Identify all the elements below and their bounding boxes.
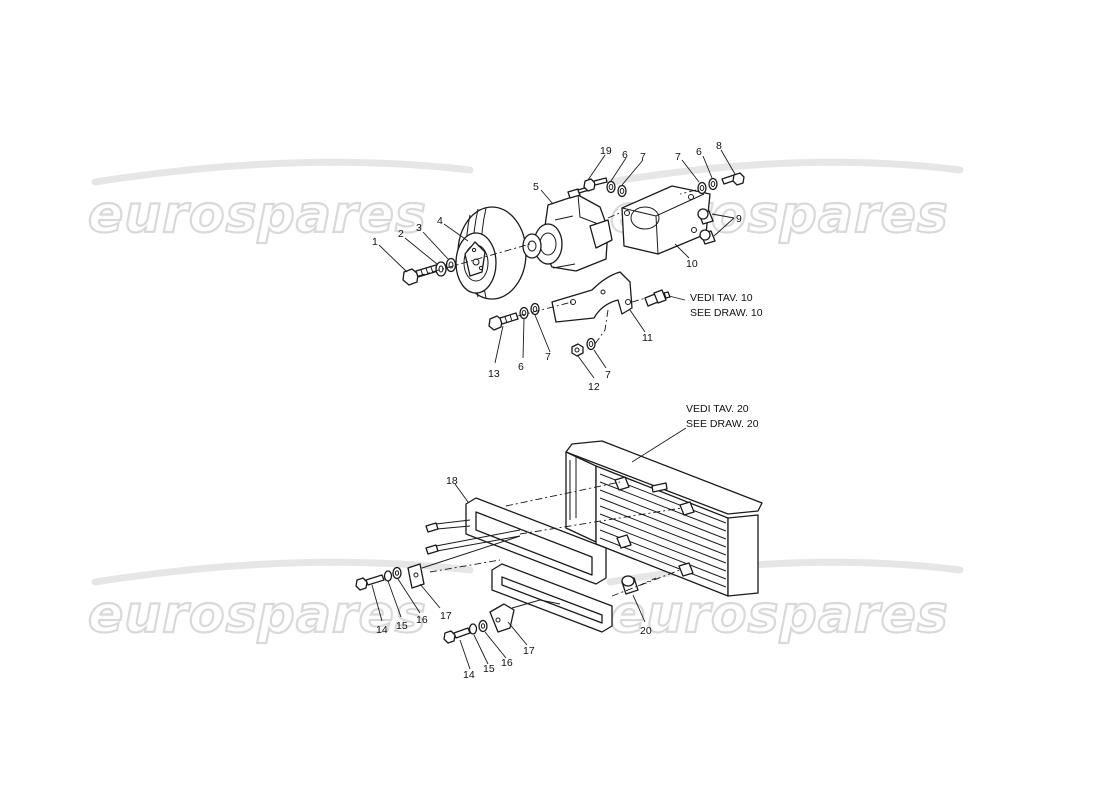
- part-20-bushing: [621, 575, 639, 595]
- part-15-washer-right: [468, 623, 478, 635]
- callout-12: 12: [588, 381, 600, 393]
- axis-line-radiator-1: [505, 481, 621, 507]
- part-pipes: [425, 519, 521, 555]
- axis-line-cover: [607, 211, 623, 219]
- callout-18: 18: [446, 475, 458, 487]
- part-4-pulley: [455, 206, 527, 300]
- part-6-washer-top: [606, 180, 616, 194]
- leader-lines: [371, 149, 736, 670]
- part-9-bushings: [697, 208, 716, 245]
- callout-19: 19: [600, 145, 612, 157]
- radiator-ref-line2: SEE DRAW. 20: [686, 418, 759, 430]
- callout-1: 1: [372, 236, 378, 248]
- part-6-washer-right: [708, 177, 718, 191]
- axis-line-bushing: [637, 577, 657, 587]
- callout-6-lower: 6: [518, 361, 524, 373]
- callout-6-right: 6: [696, 146, 702, 158]
- callout-20: 20: [640, 625, 652, 637]
- part-17-bracket-right: [489, 603, 515, 633]
- callout-14-right: 14: [463, 669, 475, 681]
- axis-line-connector: [631, 297, 647, 303]
- part-3-washer: [445, 257, 457, 273]
- axis-line-bracket: [517, 301, 573, 317]
- watermark-bottom: eurospares eurospares: [87, 558, 964, 646]
- axis-line-bracket-left: [429, 559, 501, 573]
- part-hose-connector: [644, 289, 671, 307]
- reference-labels: VEDI TAV. 10 SEE DRAW. 10 VEDI TAV. 20 S…: [686, 292, 763, 430]
- callout-17-left: 17: [440, 610, 452, 622]
- pump-ref-line1: VEDI TAV. 10: [690, 292, 753, 304]
- callout-8: 8: [716, 140, 722, 152]
- part-8-bolt: [721, 172, 745, 186]
- callout-7-lower: 7: [545, 351, 551, 363]
- pump-ref-line2: SEE DRAW. 10: [690, 307, 763, 319]
- callout-6-top: 6: [622, 149, 628, 161]
- callout-numbers: 1 2 3 4 5 19 6 7 7 6 8 9 10 11 13 6 7 12…: [372, 140, 742, 681]
- axis-line-bracket-down: [594, 309, 609, 345]
- part-13-bolt: [488, 312, 519, 331]
- callout-10: 10: [686, 258, 698, 270]
- part-15-washer-left: [383, 570, 393, 582]
- callout-7-top: 7: [640, 151, 646, 163]
- callout-3: 3: [416, 222, 422, 234]
- part-14-bolt-left: [355, 574, 385, 591]
- callout-11: 11: [642, 332, 653, 344]
- callout-9: 9: [736, 213, 742, 225]
- part-7-washer-lower: [530, 302, 540, 316]
- part-7-washer-right: [697, 181, 707, 195]
- axis-line-pulley: [417, 243, 531, 277]
- part-16-washer-right: [478, 619, 488, 633]
- part-5-pump: [522, 186, 613, 272]
- part-6-washer-lower: [519, 306, 529, 320]
- part-17-bracket-left: [407, 563, 425, 589]
- part-7-washer-top: [617, 184, 627, 198]
- part-2-washer: [435, 261, 447, 277]
- callout-13: 13: [488, 368, 500, 380]
- part-radiator: [565, 440, 763, 597]
- part-18-frame: [465, 497, 613, 633]
- watermark-text-bottom-left: eurospares: [88, 585, 427, 645]
- radiator-ref-line1: VEDI TAV. 20: [686, 403, 749, 415]
- callout-16-left: 16: [416, 614, 428, 626]
- callout-7-right: 7: [675, 151, 681, 163]
- axis-line-cover-bolts: [679, 189, 697, 195]
- callout-17-right: 17: [523, 645, 535, 657]
- callout-16-right: 16: [501, 657, 513, 669]
- callout-2: 2: [398, 228, 404, 240]
- axis-line-radiator-3: [611, 569, 681, 597]
- part-11-bracket: [551, 271, 633, 323]
- axis-line-radiator-2: [519, 507, 683, 535]
- watermark-top: eurospares eurospares: [87, 158, 964, 246]
- callout-14-left: 14: [376, 624, 388, 636]
- watermark-text-bottom-right: eurospares: [610, 585, 949, 645]
- callout-15-left: 15: [396, 620, 408, 632]
- bracket-link-lines: [421, 535, 561, 609]
- callout-5: 5: [533, 181, 539, 193]
- callout-7-nut: 7: [605, 369, 611, 381]
- watermark-text-top-left: eurospares: [88, 185, 427, 245]
- part-19-bolt: [583, 177, 608, 192]
- callout-15-right: 15: [483, 663, 495, 675]
- part-14-bolt-right: [443, 627, 471, 644]
- callout-4: 4: [437, 215, 443, 227]
- part-12-nut: [571, 343, 584, 357]
- part-16-washer-left: [392, 566, 402, 580]
- part-7-washer-nut: [586, 337, 596, 351]
